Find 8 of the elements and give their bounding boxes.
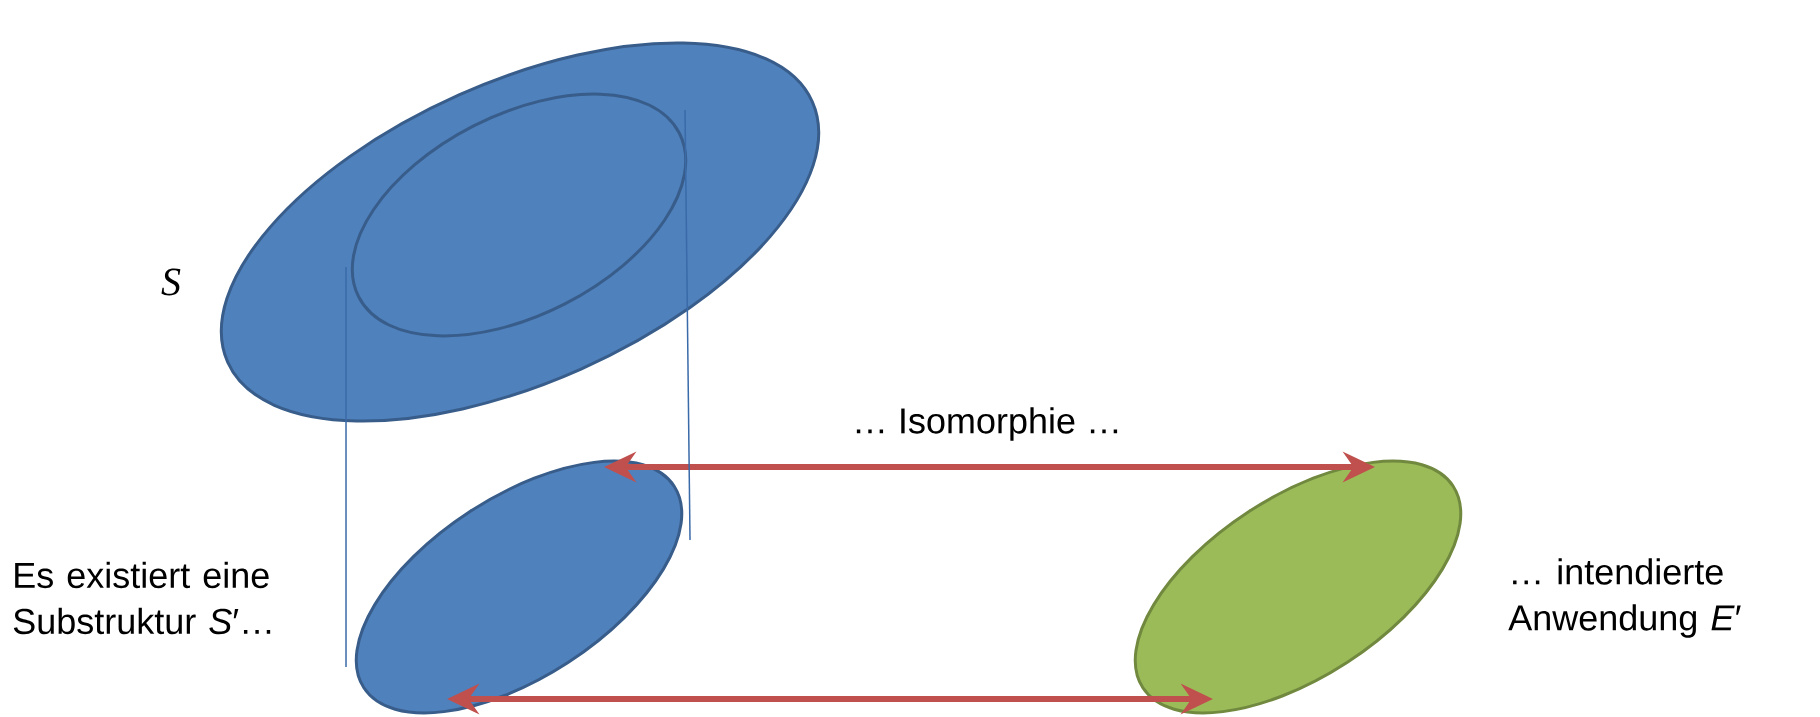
ellipse-shape bbox=[354, 459, 684, 715]
projection-line bbox=[684, 109, 691, 541]
side-label: S bbox=[161, 268, 181, 296]
side-label: Es existiert eine Substruktur S′… bbox=[13, 561, 271, 635]
edge-label: … Isomorphie … bbox=[849, 405, 1125, 443]
projection-line bbox=[345, 266, 347, 668]
side-label: … intendierte Anwendung E′ bbox=[1508, 558, 1741, 638]
ellipse-shape bbox=[1133, 459, 1463, 715]
